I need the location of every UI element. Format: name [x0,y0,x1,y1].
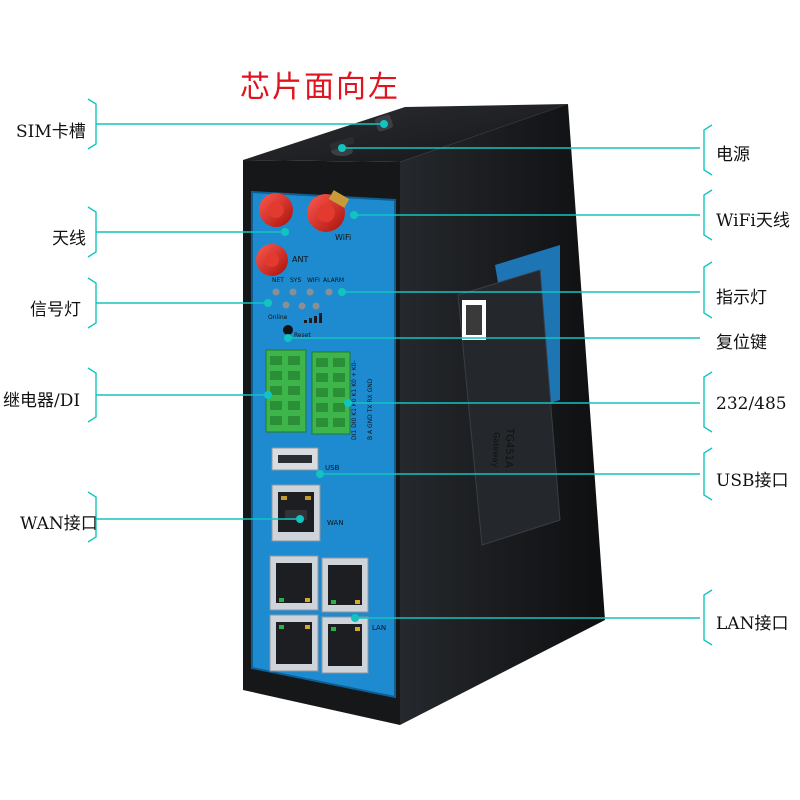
model-text: TG451A [503,427,515,468]
brackets-right [703,124,713,646]
reset-button [283,325,293,335]
label-usb-port: USB接口 [716,471,789,491]
label-wifi-antenna: WiFi天线 [716,211,790,231]
label-sim-slot: SIM卡槽 [16,122,86,142]
usb-label: USB [325,464,340,472]
led-wifi-label: WIFI [307,277,320,284]
label-serial-232-485: 232/485 [716,394,787,414]
antenna-2 [256,244,288,276]
led-row-top [272,288,333,296]
panel-ant-label: ANT [292,255,308,264]
label-indicator-light: 指示灯 [716,288,767,308]
label-power: 电源 [716,145,750,165]
callout-lines [96,123,700,619]
wan-label: WAN [327,519,344,527]
led-sys-label: SYS [290,277,301,284]
terminal-top-label: DI1 DI0 K1 K0 K1 K0 + K0- [351,360,358,440]
lan-ports [269,555,369,674]
label-relay-di: 继电器/DI [3,391,81,411]
led-net-label: NET [272,277,284,284]
label-lan-port: LAN接口 [716,614,789,634]
chassis-top [243,104,568,162]
brackets-left [87,98,97,543]
led-alarm-label: ALARM [323,277,344,284]
lan-label: LAN [372,624,386,632]
online-label: Online [268,314,288,321]
panel-wifi-label: WiFi [335,233,351,242]
label-wan-port: WAN接口 [20,514,98,534]
reset-label: Reset [294,332,311,339]
terminal-bottom-label: B A GND TX RX GND [367,378,374,440]
label-reset-key: 复位键 [716,333,767,353]
label-signal-light: 信号灯 [30,300,81,320]
antenna-1 [259,193,293,227]
gateway-text: Gateway [491,432,501,468]
page-title: 芯片面向左 [240,70,400,105]
signal-bars-icon [304,313,322,323]
callout-dots [264,120,388,622]
label-antenna: 天线 [52,229,86,249]
antenna-wifi [307,190,350,232]
